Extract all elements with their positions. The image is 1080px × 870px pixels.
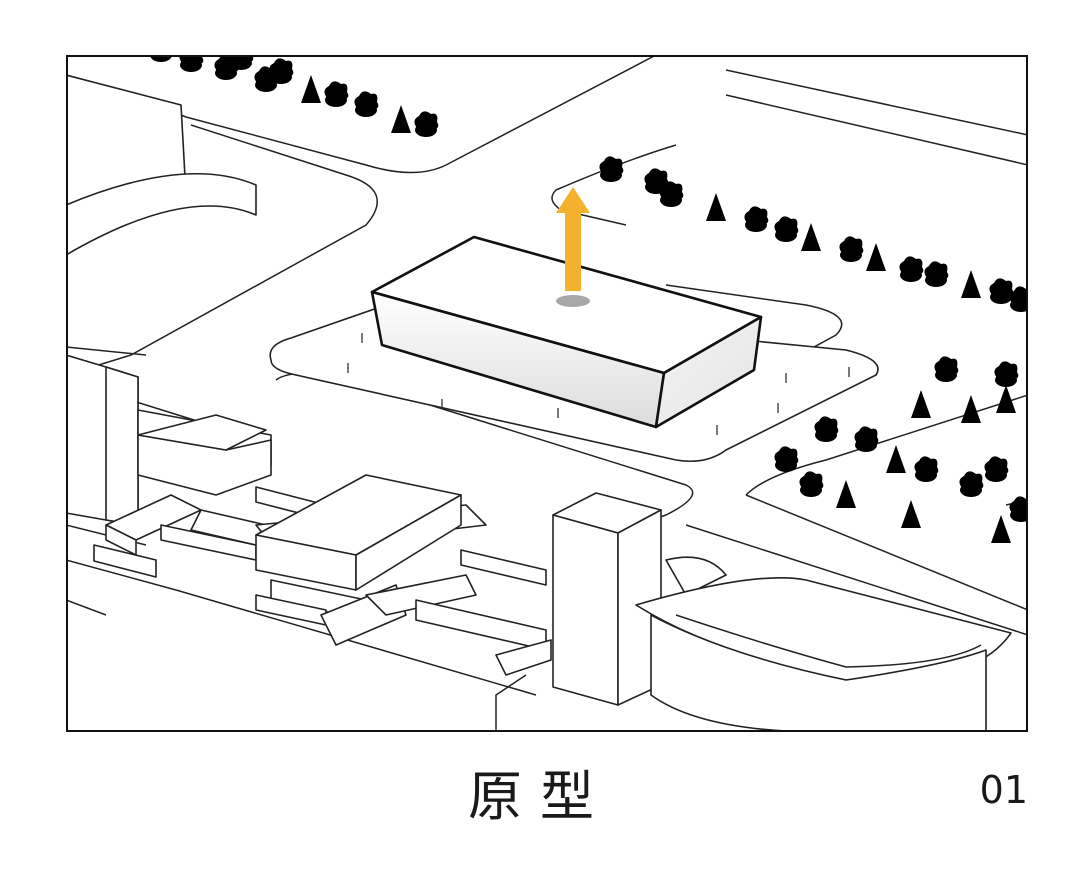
- stadium-building: [635, 556, 1012, 732]
- diagram-svg: [66, 55, 1028, 732]
- road-network: [66, 55, 1028, 732]
- building-complex-left: [66, 354, 552, 676]
- tree-icon: [149, 55, 439, 150]
- tower-center: [552, 492, 662, 706]
- upward-arrow-icon: [556, 187, 590, 291]
- page-number: 01: [979, 768, 1028, 812]
- diagram-caption: 原型: [468, 765, 612, 828]
- arrow-base-shadow: [556, 295, 590, 307]
- person-icon: [347, 333, 850, 435]
- axonometric-diagram: [66, 55, 1028, 732]
- diagram-frame: [66, 55, 1028, 732]
- building-left-upper: [66, 74, 257, 256]
